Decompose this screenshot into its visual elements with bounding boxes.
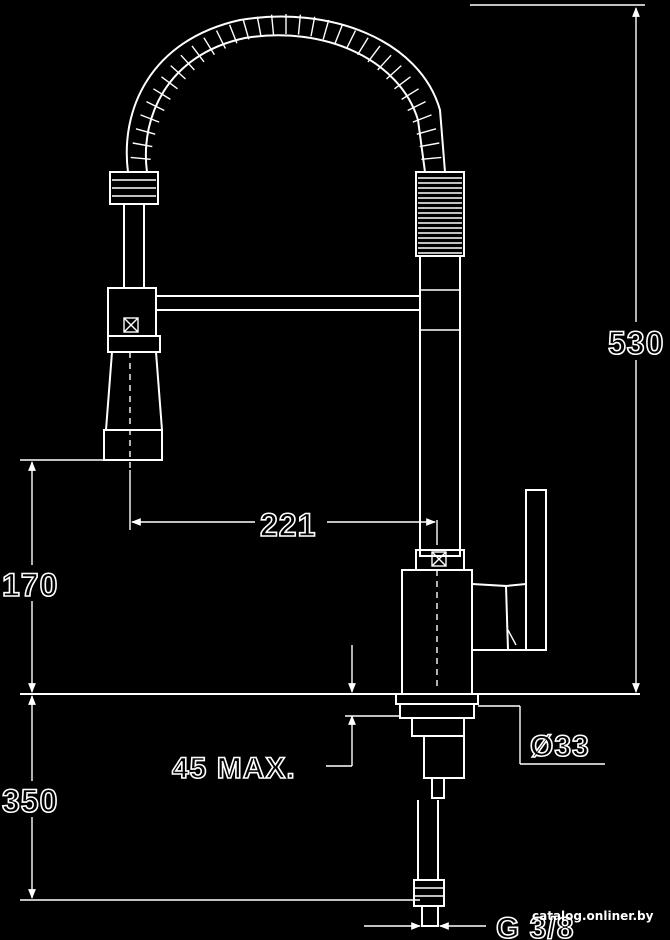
dim-label-221: 221 — [260, 507, 316, 543]
coil-tick — [377, 54, 392, 71]
coil-tick — [140, 114, 160, 123]
dim-spout-reach: 221 — [129, 470, 438, 545]
dim-label-530: 530 — [608, 325, 664, 361]
coil-tick — [256, 16, 262, 37]
watermark: catalog.onliner.by — [532, 909, 654, 923]
spray-head — [103, 171, 164, 470]
coil-tick — [416, 128, 437, 135]
coil-tick — [215, 30, 227, 49]
coil-tick — [270, 14, 275, 35]
coil-tick — [322, 19, 330, 40]
dim-total-height: 530 — [470, 4, 667, 693]
coil-tick — [367, 45, 381, 63]
dim-label-diameter-33: Ø33 — [530, 730, 590, 763]
dim-label-350: 350 — [2, 783, 58, 819]
coil-tick — [386, 65, 402, 80]
coil-tick — [180, 54, 195, 71]
coil-tick — [161, 76, 178, 90]
coil-tick — [153, 88, 171, 100]
coil-tick — [419, 142, 440, 148]
coil-tick — [228, 24, 238, 44]
coil-tick — [132, 142, 153, 148]
support-arm — [156, 295, 420, 311]
coil-tick — [357, 37, 369, 56]
mounting-assembly — [395, 693, 479, 927]
dim-connection-thread: G 3/8 — [364, 911, 574, 940]
spring-coil — [125, 14, 446, 173]
coil-tick — [407, 100, 426, 112]
dim-outlet-height: 170 — [0, 459, 108, 693]
coil-tick — [146, 100, 165, 112]
coil-tick — [242, 19, 250, 40]
body-column — [401, 171, 473, 695]
coil-tick — [394, 76, 411, 90]
dim-label-g-3-8: G 3/8 — [496, 912, 574, 940]
coil-tick — [412, 114, 432, 123]
coil-tick — [191, 45, 205, 63]
dim-below-counter: 350 — [0, 695, 420, 901]
dim-hole-diameter: Ø33 — [478, 705, 605, 765]
coil-tick — [334, 24, 344, 44]
dim-counter-thickness: 45 MAX. — [171, 645, 400, 786]
coil-tick — [203, 37, 215, 56]
coil-tick — [170, 65, 186, 80]
dim-label-170: 170 — [2, 567, 58, 603]
coil-tick — [297, 14, 302, 35]
coil-tick — [135, 128, 156, 135]
coil-tick — [401, 88, 419, 100]
lever-handle — [471, 489, 547, 651]
coil-tick — [345, 30, 357, 49]
coil-tick — [421, 156, 442, 160]
dim-label-45-max: 45 MAX. — [172, 752, 296, 785]
coil-tick — [130, 156, 151, 160]
coil-tick — [310, 16, 316, 37]
